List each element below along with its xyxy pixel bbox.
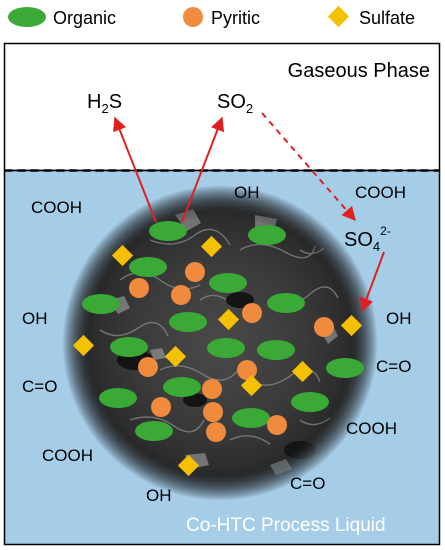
organic-marker [207,338,245,358]
organic-marker [110,337,148,357]
functional-group: OH [22,309,48,328]
pyritic-marker [151,397,171,417]
organic-marker [209,273,247,293]
functional-group: COOH [31,198,82,217]
organic-markers [82,221,364,441]
organic-marker [129,257,167,277]
functional-groups: OH COOH COOH OH OH C=O C=O COOH COOH OH … [22,183,412,505]
functional-group: COOH [355,183,406,202]
arrow-so4-to-particle [359,251,385,313]
pyritic-markers [129,262,334,442]
functional-group: OH [386,309,412,328]
organic-marker [248,225,286,245]
pyritic-marker [237,360,257,380]
gaseous-phase-label: Gaseous Phase [288,60,430,82]
so4-label: SO42- [344,224,391,254]
organic-marker [99,388,137,408]
arrow-to-h2s [113,116,157,223]
organic-marker [149,221,187,241]
organic-marker [326,358,364,378]
so2-label: SO2 [217,91,253,116]
pyritic-marker [267,415,287,435]
organic-marker [257,340,295,360]
pyritic-marker [314,317,334,337]
functional-group: C=O [22,377,57,396]
gaseous-phase-box [3,42,441,172]
pyritic-marker [129,278,149,298]
pyritic-marker [206,422,226,442]
reaction-arrows [113,112,385,313]
functional-group: C=O [376,357,411,376]
organic-marker [169,312,207,332]
legend: Organic Pyritic Sulfate [8,5,415,28]
arrow-to-so2 [181,116,225,223]
legend-organic-label: Organic [53,8,116,28]
functional-group: C=O [290,474,325,493]
sulfate-marker [200,235,223,258]
process-liquid-label: Co-HTC Process Liquid [186,515,386,536]
organic-marker [135,421,173,441]
pyritic-marker [202,379,222,399]
legend-pyritic-marker [183,7,203,27]
h2s-label: H2S [87,91,122,116]
organic-marker [82,294,120,314]
organic-marker [267,293,305,313]
legend-pyritic-label: Pyritic [211,8,260,28]
functional-group: OH [234,183,260,202]
pyritic-marker [185,262,205,282]
pyritic-marker [242,303,262,323]
functional-group: COOH [346,419,397,438]
functional-group: OH [146,486,172,505]
pyritic-marker [171,285,191,305]
legend-sulfate-label: Sulfate [359,8,415,28]
pyritic-marker [138,357,158,377]
organic-marker [291,392,329,412]
organic-marker [163,377,201,397]
pyritic-marker [203,402,223,422]
functional-group: COOH [42,446,93,465]
organic-marker [232,408,270,428]
legend-organic-marker [8,7,46,27]
legend-sulfate-marker [327,5,350,28]
arrow-so2-to-so4 [261,112,356,222]
